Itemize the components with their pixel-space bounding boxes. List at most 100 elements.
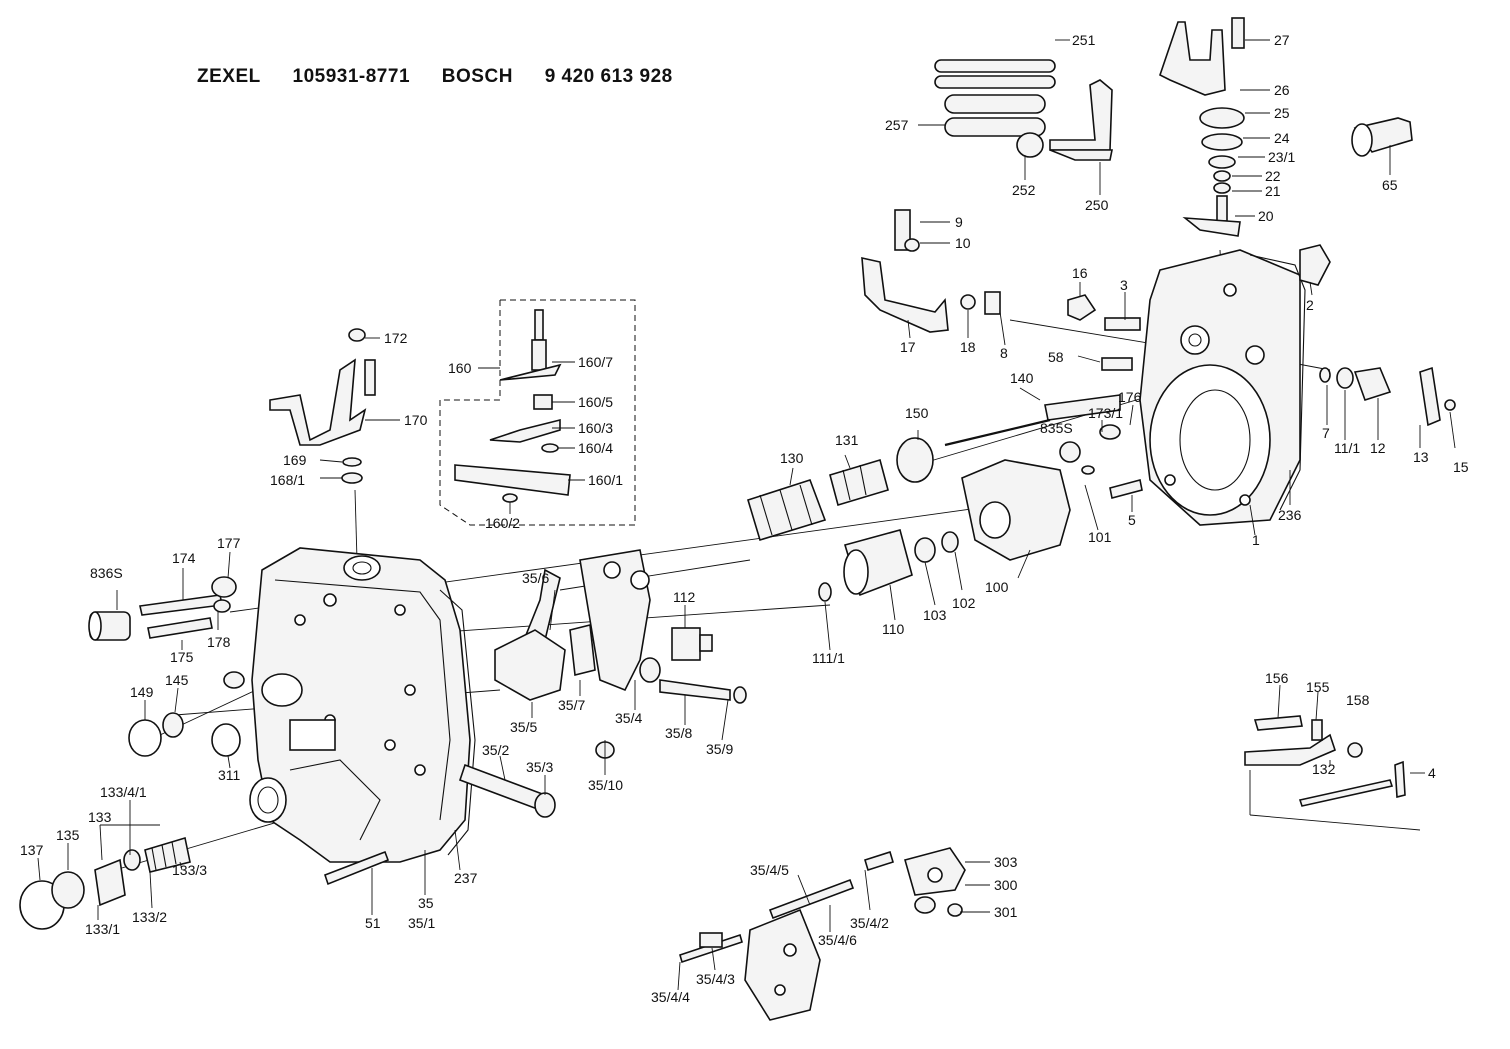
- part-number-zexel: 105931-8771: [292, 66, 411, 87]
- label-13: 13: [1413, 449, 1429, 465]
- lever-35-assembly: [458, 549, 747, 818]
- label-35-7: 35/7: [558, 697, 585, 713]
- label-26: 26: [1274, 82, 1290, 98]
- label-35-2: 35/2: [482, 742, 509, 758]
- label-35-3: 35/3: [526, 759, 553, 775]
- label-4: 4: [1428, 765, 1436, 781]
- label-169: 169: [283, 452, 307, 468]
- label-237: 237: [454, 870, 478, 886]
- label-251: 251: [1072, 32, 1096, 48]
- label-836s: 836S: [90, 565, 123, 581]
- label-178: 178: [207, 634, 231, 650]
- label-25: 25: [1274, 105, 1290, 121]
- brand-zexel: ZEXEL: [197, 66, 261, 87]
- sleeve-65: [1351, 117, 1413, 157]
- label-35-10: 35/10: [588, 777, 623, 793]
- label-12: 12: [1370, 440, 1386, 456]
- label-22: 22: [1265, 168, 1281, 184]
- springs-251-257: [934, 59, 1113, 161]
- label-7: 7: [1322, 425, 1330, 441]
- label-24: 24: [1274, 130, 1290, 146]
- label-133-4-1: 133/4/1: [100, 784, 147, 800]
- label-5: 5: [1128, 512, 1136, 528]
- label-16: 16: [1072, 265, 1088, 281]
- center-parts: [671, 437, 1071, 661]
- label-160: 160: [448, 360, 472, 376]
- label-303: 303: [994, 854, 1018, 870]
- label-131: 131: [835, 432, 859, 448]
- label-112: 112: [673, 589, 696, 605]
- label-311: 311: [218, 767, 241, 783]
- label-35-1: 35/1: [408, 915, 435, 931]
- label-176: 176: [1118, 389, 1142, 405]
- label-133-2: 133/2: [132, 909, 167, 925]
- label-103: 103: [923, 607, 947, 623]
- label-111-1: 111/1: [812, 650, 845, 666]
- label-160-1: 160/1: [588, 472, 623, 488]
- label-27: 27: [1274, 32, 1290, 48]
- label-174: 174: [172, 550, 196, 566]
- label-160-7: 160/7: [578, 354, 613, 370]
- pump-body-1: [1139, 249, 1301, 526]
- label-35-8: 35/8: [665, 725, 692, 741]
- label-150: 150: [905, 405, 929, 421]
- label-15: 15: [1453, 459, 1469, 475]
- label-133-3: 133/3: [172, 862, 207, 878]
- label-3: 3: [1120, 277, 1128, 293]
- right-side-parts: [1059, 244, 1456, 499]
- governor-assembly-160: [439, 299, 636, 526]
- label-51: 51: [365, 915, 381, 931]
- gasket-236: [1249, 254, 1306, 511]
- label-252: 252: [1012, 182, 1036, 198]
- label-35-6: 35/6: [522, 570, 549, 586]
- label-10: 10: [955, 235, 971, 251]
- label-137: 137: [20, 842, 44, 858]
- lever-17: [861, 209, 1001, 333]
- lever-170: [269, 328, 376, 484]
- pump-housing-35: [249, 547, 471, 863]
- label-155: 155: [1306, 679, 1330, 695]
- lever-26-stack: [1159, 17, 1245, 237]
- label-149: 149: [130, 684, 154, 700]
- label-177: 177: [217, 535, 241, 551]
- label-8: 8: [1000, 345, 1008, 361]
- left-side-parts: [19, 576, 390, 930]
- label-160-4: 160/4: [578, 440, 613, 456]
- label-35-4-6: 35/4/6: [818, 932, 857, 948]
- label-300: 300: [994, 877, 1018, 893]
- label-133-1: 133/1: [85, 921, 120, 937]
- label-160-2: 160/2: [485, 515, 520, 531]
- label-20: 20: [1258, 208, 1274, 224]
- label-173-1: 173/1: [1088, 405, 1123, 421]
- label-133: 133: [88, 809, 112, 825]
- label-168-1: 168/1: [270, 472, 305, 488]
- label-160-3: 160/3: [578, 420, 613, 436]
- label-250: 250: [1085, 197, 1109, 213]
- label-172: 172: [384, 330, 408, 346]
- label-18: 18: [960, 339, 976, 355]
- label-236: 236: [1278, 507, 1302, 523]
- leader-lines: [37, 39, 1456, 991]
- label-11-1: 11/1: [1334, 440, 1360, 456]
- bolts-3-16-58: [944, 294, 1141, 447]
- lower-right-parts: [1244, 715, 1406, 807]
- label-130: 130: [780, 450, 804, 466]
- gasket-237: [439, 589, 476, 856]
- part-number-bosch: 9 420 613 928: [544, 66, 673, 87]
- label-65: 65: [1382, 177, 1398, 193]
- label-23-1: 23/1: [1268, 149, 1295, 165]
- label-35: 35: [418, 895, 434, 911]
- label-145: 145: [165, 672, 189, 688]
- label-101: 101: [1088, 529, 1112, 545]
- label-140: 140: [1010, 370, 1034, 386]
- label-132: 132: [1312, 761, 1336, 777]
- label-35-4-3: 35/4/3: [696, 971, 735, 987]
- label-35-4-2: 35/4/2: [850, 915, 889, 931]
- label-35-4-4: 35/4/4: [651, 989, 690, 1005]
- label-35-4: 35/4: [615, 710, 642, 726]
- label-1: 1: [1252, 532, 1260, 548]
- label-301: 301: [994, 904, 1018, 920]
- label-21: 21: [1265, 183, 1281, 199]
- label-9: 9: [955, 214, 963, 230]
- label-2: 2: [1306, 297, 1314, 313]
